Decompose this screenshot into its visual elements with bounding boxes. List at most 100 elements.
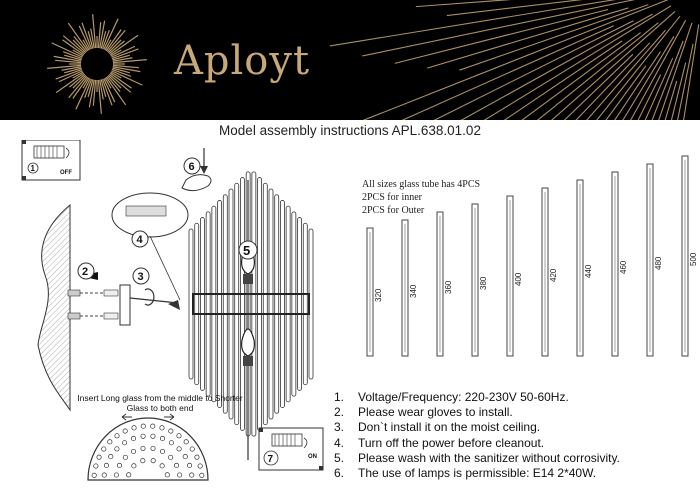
plate-hole (107, 439, 113, 445)
plate-hole (159, 425, 165, 431)
plate-hole (150, 433, 156, 439)
plate-hole (177, 472, 183, 478)
step-6-hand-install: 6 (181, 148, 212, 192)
step-7-number: 7 (268, 454, 274, 465)
lamp-frame: 5 (192, 180, 310, 460)
tube-length-label: 380 (479, 276, 488, 290)
tube-length-label: 460 (619, 260, 628, 274)
plate-hole (176, 446, 182, 452)
tube-length-item: 440 (576, 179, 593, 357)
lamp-tube (291, 211, 297, 397)
plate-hole (122, 428, 128, 434)
plate-hole (150, 458, 156, 464)
lamp-tube (274, 194, 280, 414)
plate-hole (116, 462, 123, 469)
lamp-tube (211, 205, 217, 403)
tube-length-item: 460 (611, 171, 628, 357)
step-1-label: OFF (60, 170, 72, 176)
step-1-number: 1 (31, 164, 36, 173)
plate-hole (114, 446, 120, 452)
plate-hole (150, 423, 156, 429)
lamp-tube (257, 177, 262, 431)
tube-length-label: 340 (409, 284, 418, 298)
tube-notes: All sizes glass tube has 4PCS 2PCS for i… (362, 178, 480, 217)
tube-length-label: 480 (654, 256, 663, 270)
plate-hole (186, 462, 193, 469)
instruction-item: 6.The use of lamps is permissible: E14 2… (334, 466, 597, 481)
glass-arrangement-plate (87, 413, 209, 481)
tube-length-label: 500 (689, 252, 698, 266)
plate-hole (130, 448, 137, 455)
instruction-item: 4.Turn off the power before cleanout. (334, 435, 545, 450)
lamp-tube (194, 222, 200, 386)
plate-hole (168, 440, 174, 446)
step-6-number: 6 (189, 161, 195, 173)
lamp-tube (228, 188, 234, 420)
step-1-switch-off: 1 OFF (21, 140, 81, 181)
tube-length-item: 360 (436, 211, 453, 357)
tube-length-label: 420 (549, 268, 558, 282)
lamp-tube (200, 217, 205, 391)
tube-length-item: 320 (366, 227, 383, 357)
plate-hole (122, 454, 128, 460)
lamp-tube (285, 205, 291, 403)
note-line: All sizes glass tube has 4PCS (362, 179, 481, 190)
lamp-tube (205, 211, 211, 397)
step-3-number: 3 (138, 271, 144, 283)
plate-hole (131, 425, 137, 431)
instructions-list: 1.Voltage/Frequency: 220-230V 50-60Hz. 2… (334, 390, 620, 481)
step-3-bracket: 3 (119, 267, 180, 326)
instruction-item: 3.Don`t install it on the moist ceiling. (334, 420, 541, 435)
lamp-tube (222, 194, 228, 414)
brand-banner: Aployt (0, 0, 700, 120)
plate-hole (96, 454, 102, 460)
plate-hole (140, 445, 146, 451)
plate-hole (140, 423, 146, 429)
plate-hole (108, 454, 114, 460)
tube-length-item: 340 (401, 219, 418, 357)
plate-hole (101, 446, 107, 452)
step-2-number: 2 (82, 266, 88, 278)
plate-hole (131, 463, 137, 469)
lamp-tube (268, 188, 274, 420)
plate-hole (176, 433, 182, 439)
plate-hole (114, 433, 120, 439)
plate-hole (159, 463, 165, 469)
plate-hole (173, 462, 180, 469)
plate-hole (93, 463, 99, 469)
plate-hole (183, 439, 189, 445)
step-4-number: 4 (137, 234, 144, 246)
instruction-item: 2.Please wear gloves to install. (334, 405, 513, 420)
tube-length-item: 380 (471, 203, 488, 357)
plate-hole (168, 428, 174, 434)
ceiling-wall (37, 203, 71, 412)
plate-hole (113, 472, 119, 478)
tube-length-label: 440 (584, 264, 593, 278)
plate-hole (159, 448, 166, 455)
plate-hole (199, 472, 205, 478)
page-title: Model assembly instructions APL.638.01.0… (219, 123, 481, 138)
note-line: 2PCS for Outer (362, 205, 425, 216)
tube-length-label: 320 (374, 288, 383, 302)
lamp-tube (217, 200, 222, 408)
sunburst-decoration (47, 0, 700, 120)
lamp-glass-tubes (188, 171, 314, 437)
plate-hole (189, 446, 195, 452)
plate-hole (168, 454, 174, 460)
instruction-item: 1.Voltage/Frequency: 220-230V 50-60Hz. (334, 390, 569, 404)
plate-hole (130, 435, 137, 442)
plate-hole (126, 472, 132, 478)
plate-hole (182, 454, 188, 460)
lamp-tube (280, 200, 285, 408)
plate-hole (189, 472, 195, 478)
tube-length-label: 360 (444, 280, 453, 294)
tube-length-item: 480 (646, 163, 663, 357)
lamp-tube (302, 222, 308, 386)
tube-length-item: 420 (541, 187, 558, 357)
plate-hole (91, 472, 97, 478)
plate-hole (150, 445, 156, 451)
instruction-item: 5.Please wash with the sanitizer without… (334, 450, 620, 465)
lamp-tube (297, 217, 302, 391)
step-4-wiring-detail: 4 (111, 192, 189, 301)
